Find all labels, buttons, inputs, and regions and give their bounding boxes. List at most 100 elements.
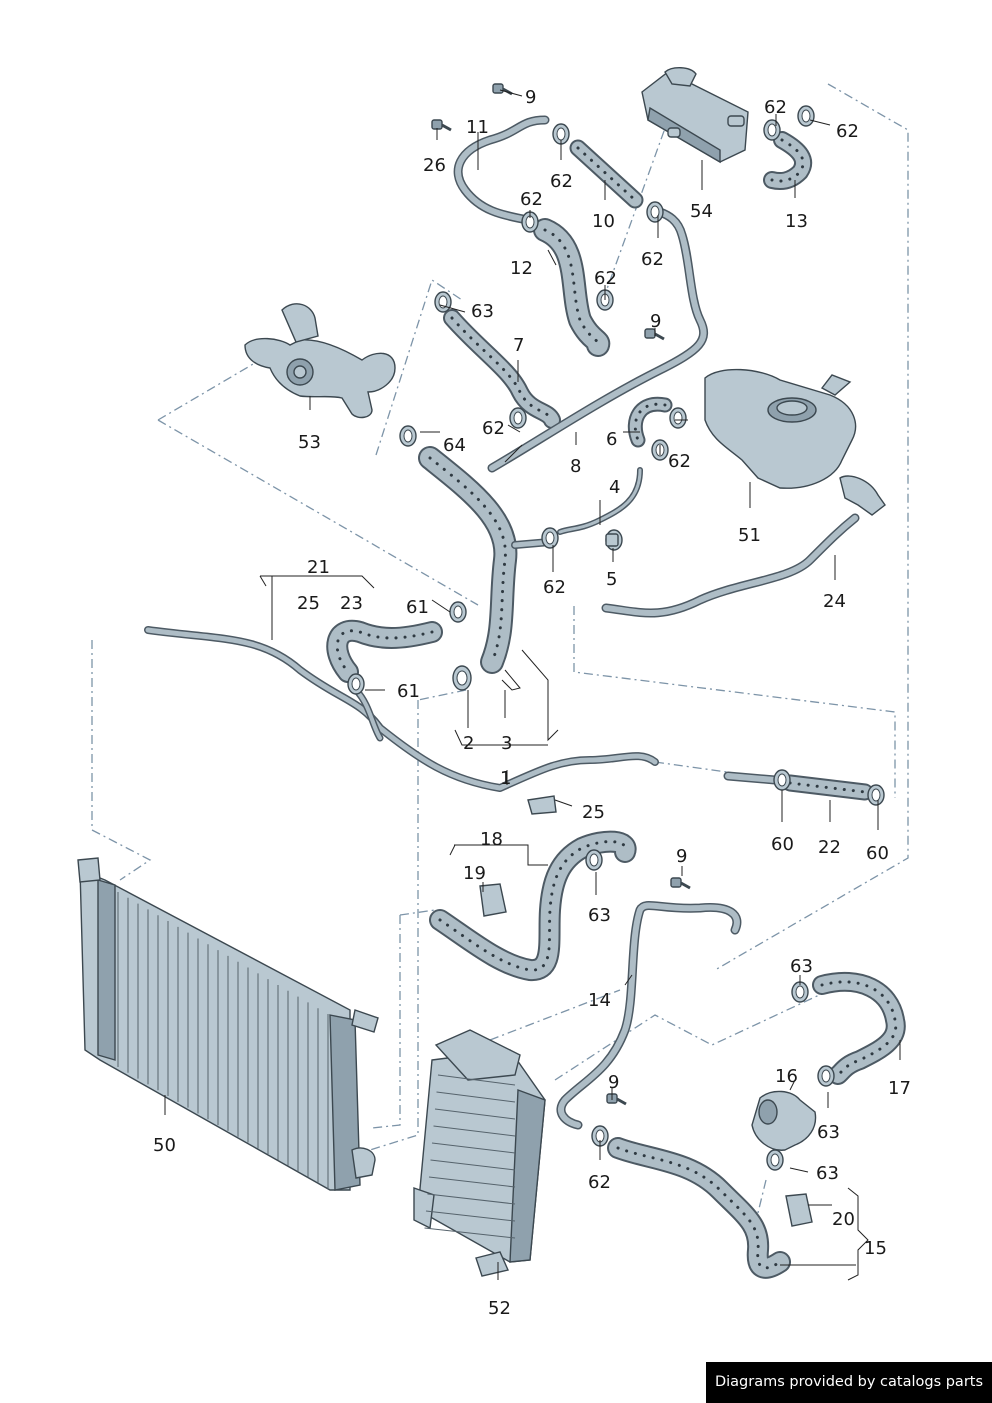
bolt-shank (441, 123, 452, 132)
label-21: 21 (307, 557, 330, 578)
hose-clamp-opening (556, 127, 566, 141)
radiator-fin (428, 1176, 516, 1188)
label-62: 62 (520, 189, 543, 210)
label-62: 62 (668, 451, 691, 472)
label-16: 16 (775, 1066, 798, 1087)
label-62: 62 (836, 121, 859, 142)
label-9: 9 (650, 311, 661, 332)
label-5: 5 (606, 569, 617, 590)
label-14: 14 (588, 990, 611, 1011)
label-7: 7 (513, 335, 524, 356)
label-60: 60 (771, 834, 794, 855)
label-63: 63 (790, 956, 813, 977)
hose-clamps (347, 83, 885, 1171)
hose-clamp-opening (767, 123, 777, 137)
label-18: 18 (480, 829, 503, 850)
label-6: 6 (606, 429, 617, 450)
label-9: 9 (608, 1072, 619, 1093)
radiator-fin (431, 1142, 516, 1154)
label-61: 61 (406, 597, 429, 618)
label-62: 62 (482, 418, 505, 439)
label-22: 22 (818, 837, 841, 858)
label-62: 62 (550, 171, 573, 192)
radiator-fins (117, 892, 329, 1189)
bolt (670, 877, 682, 888)
label-9: 9 (525, 87, 536, 108)
label-54: 54 (690, 201, 713, 222)
label-62: 62 (594, 268, 617, 289)
label-61: 61 (397, 681, 420, 702)
radiator-fin (427, 1193, 516, 1205)
label-25: 25 (582, 802, 605, 823)
hose-clamp-opening (351, 677, 361, 691)
oil-cooler (641, 67, 749, 164)
label-15: 15 (864, 1238, 887, 1259)
label-52: 52 (488, 1298, 511, 1319)
hose-clamp-opening (801, 109, 811, 123)
label-63: 63 (817, 1122, 840, 1143)
hose-clamp-opening (545, 531, 555, 545)
hose-clamp-opening (871, 788, 881, 802)
auxiliary-radiator-fins (424, 1074, 516, 1239)
valve-part-16 (751, 1090, 817, 1151)
radiator-fin (433, 1125, 516, 1137)
leader-lines (164, 89, 901, 1281)
label-63: 63 (816, 1163, 839, 1184)
radiator-fin (437, 1074, 516, 1086)
label-62: 62 (588, 1172, 611, 1193)
label-62: 62 (764, 97, 787, 118)
connector-block-5 (605, 533, 619, 547)
label-8: 8 (570, 456, 581, 477)
thermostat-housing (244, 303, 396, 419)
label-17: 17 (888, 1078, 911, 1099)
hose-clamp-opening (453, 605, 463, 619)
label-25: 25 (297, 593, 320, 614)
hose-clamp-opening (777, 773, 787, 787)
seal-ring-2 (452, 665, 472, 691)
callout-labels: 9 11 26 62 62 10 54 62 62 13 12 62 62 9 … (153, 87, 911, 1319)
label-26: 26 (423, 155, 446, 176)
radiator-fin (434, 1108, 516, 1120)
label-20: 20 (832, 1209, 855, 1230)
bracket-19 (479, 883, 507, 917)
label-60: 60 (866, 843, 889, 864)
label-10: 10 (592, 211, 615, 232)
expansion-tank (704, 368, 886, 516)
bracket-20 (785, 1193, 813, 1227)
attribution-text: Diagrams provided by catalogs parts (714, 1374, 984, 1390)
radiator-fin (424, 1227, 516, 1239)
label-53: 53 (298, 432, 321, 453)
attribution-footer: Diagrams provided by catalogs parts (706, 1362, 992, 1403)
hose-clamp-opening (650, 205, 660, 219)
label-12: 12 (510, 258, 533, 279)
label-51: 51 (738, 525, 761, 546)
bolt (431, 119, 443, 130)
hose-clamp-opening (673, 411, 683, 425)
label-24: 24 (823, 591, 846, 612)
label-63: 63 (588, 905, 611, 926)
bolt-shank (616, 1097, 627, 1106)
label-4: 4 (609, 477, 620, 498)
label-13: 13 (785, 211, 808, 232)
hose-clamp-opening (821, 1069, 831, 1083)
label-62: 62 (543, 577, 566, 598)
label-23: 23 (340, 593, 363, 614)
bolt-shank (654, 332, 665, 341)
label-64: 64 (443, 435, 466, 456)
label-9: 9 (676, 846, 687, 867)
label-19: 19 (463, 863, 486, 884)
label-50: 50 (153, 1135, 176, 1156)
radiator-fin (425, 1210, 516, 1222)
auxiliary-radiator (413, 1029, 546, 1277)
bolt (492, 83, 504, 94)
bracket-25 (527, 795, 557, 815)
label-2: 2 (463, 733, 474, 754)
hose-clamp-opening (513, 411, 523, 425)
radiator-fin (436, 1091, 516, 1103)
hose-clamp-opening (403, 429, 413, 443)
radiator-fin (430, 1159, 516, 1171)
label-1: 1 (500, 768, 511, 789)
retaining-clip-3 (501, 669, 521, 691)
label-62: 62 (641, 249, 664, 270)
